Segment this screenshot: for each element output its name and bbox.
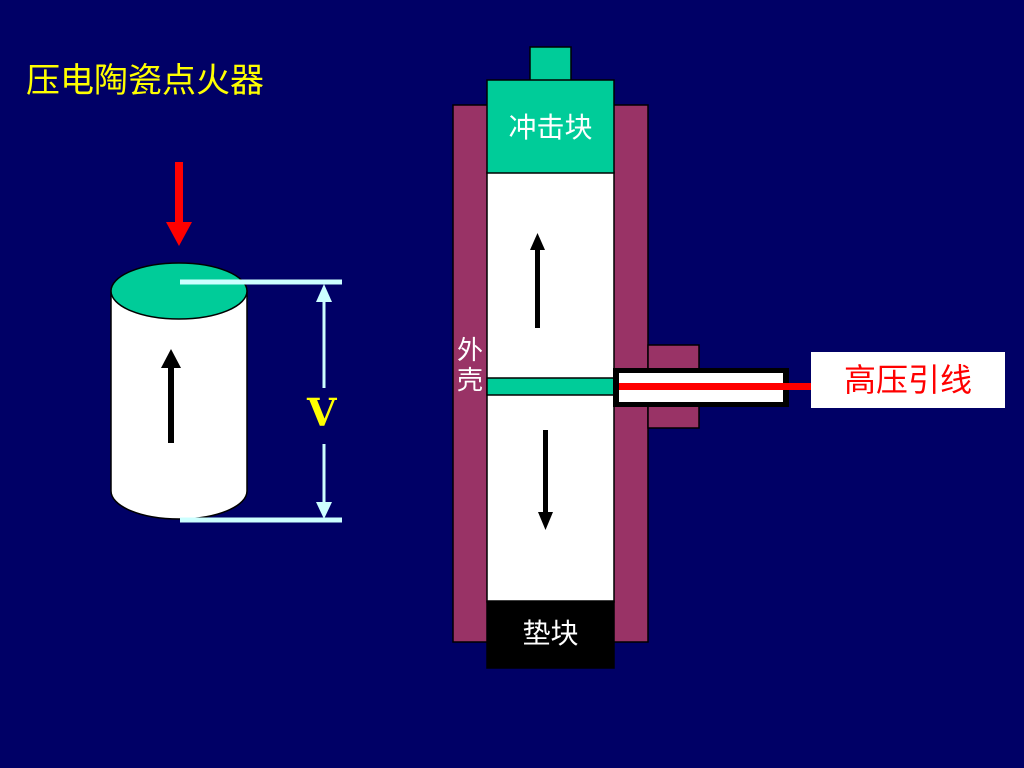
polarization-up-arrow-icon [161,349,181,443]
hammer-block [486,79,615,174]
anvil-label: 垫块 [522,617,579,650]
anvil-block [486,600,615,669]
high-voltage-lead-label: 高压引线 [811,352,1005,408]
cylinder-top [110,262,248,320]
piezo-cylinder [110,262,248,520]
slide-title: 压电陶瓷点火器 [26,61,264,101]
force-arrow-icon [166,162,192,246]
high-voltage-lead [613,368,811,407]
middle-electrode [486,377,615,396]
shell-label: 外壳 [456,336,483,396]
voltage-label: V [307,390,337,435]
shell-left-wall [452,104,489,643]
upper-up-arrow-icon [530,233,545,328]
hammer-label: 冲击块 [508,111,593,144]
lower-down-arrow-icon [538,430,553,530]
hammer-stem [529,46,572,82]
voltage-dimension [180,279,342,523]
